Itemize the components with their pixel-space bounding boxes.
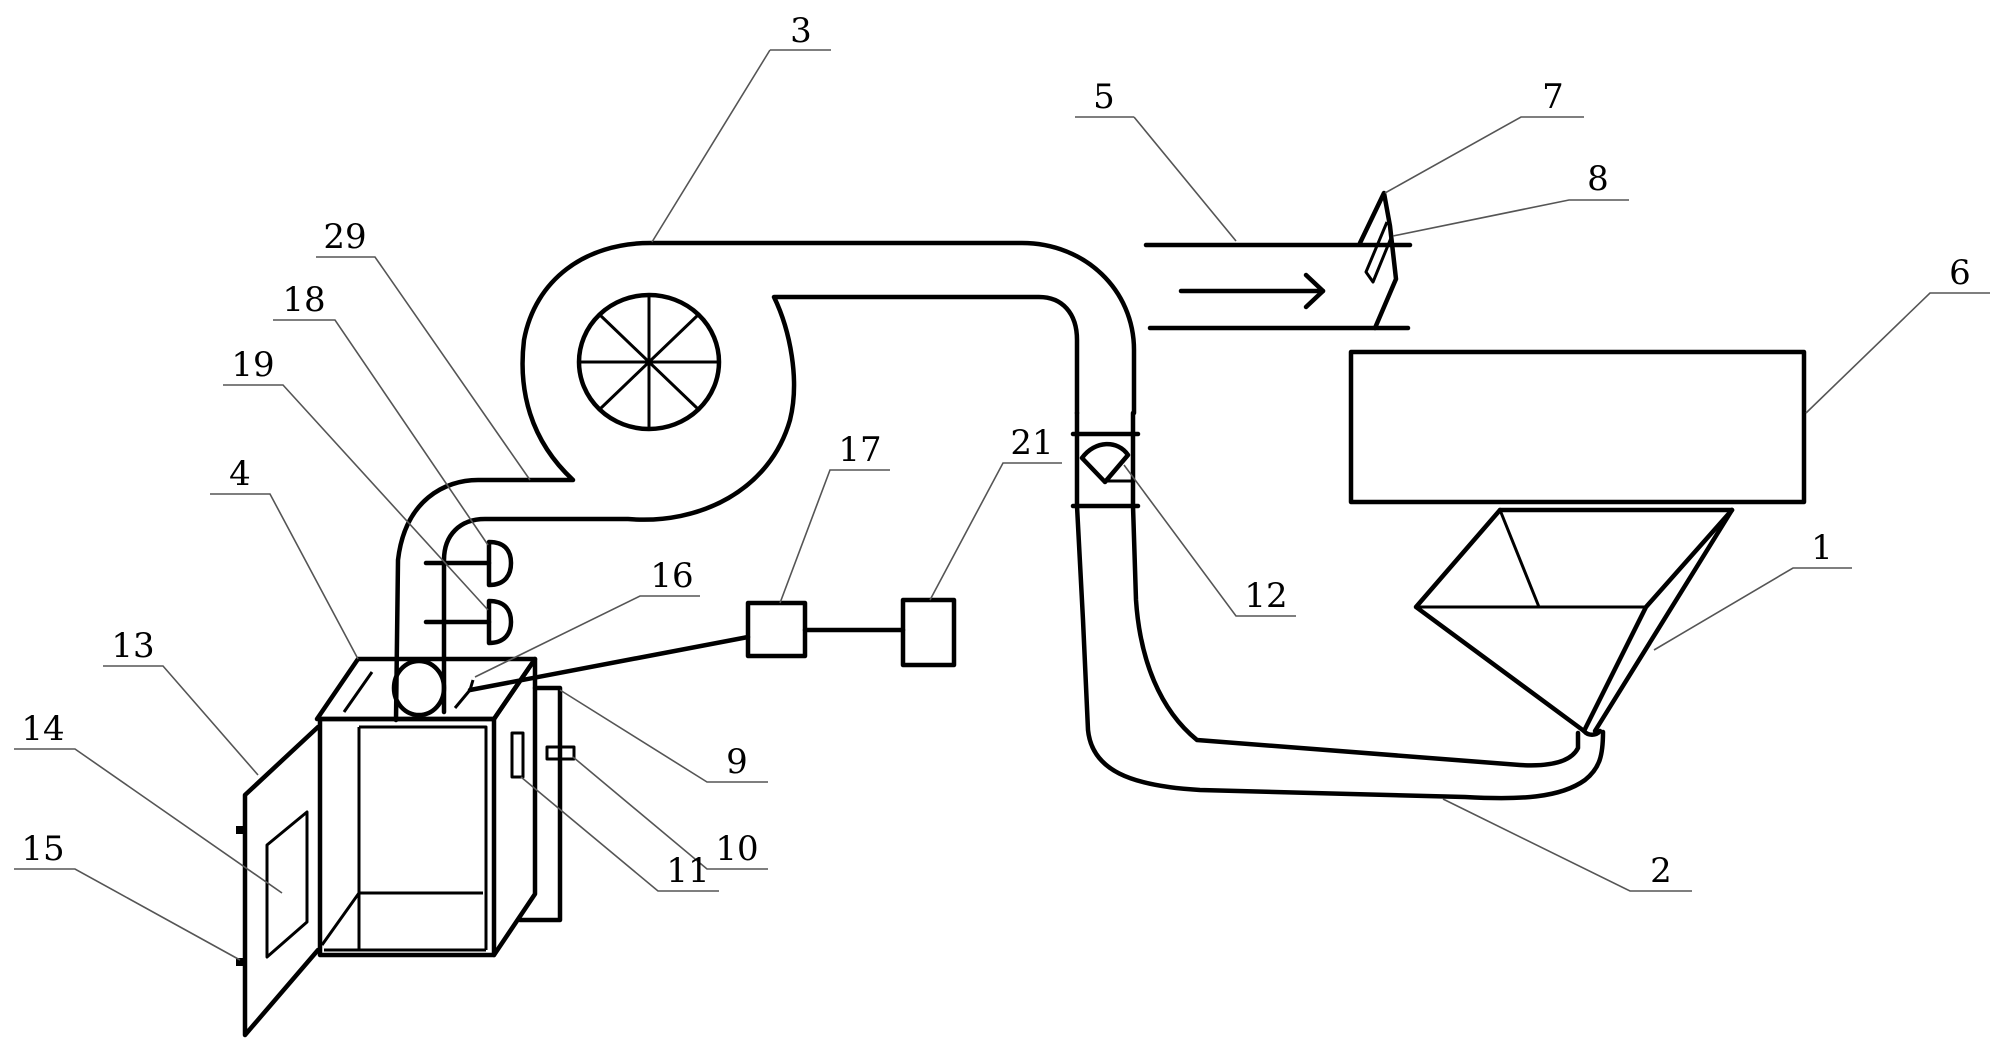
door-handle-icon[interactable] (236, 958, 244, 966)
flap-hinge (1364, 221, 1393, 284)
label-14: 14 (21, 709, 64, 749)
controller-box (745, 600, 808, 659)
label-9: 9 (726, 742, 748, 782)
gauge-dial-icon (1079, 441, 1131, 485)
leader-10 (572, 756, 768, 870)
leader-6 (1805, 292, 1990, 414)
hopper-back-right (1592, 507, 1735, 734)
label-29: 29 (323, 217, 366, 257)
label-8: 8 (1587, 159, 1609, 199)
rear-panel (517, 685, 563, 923)
valve-upper (423, 539, 514, 588)
outlet-duct (1143, 190, 1413, 331)
fan-volute-inner (441, 294, 1080, 715)
hopper (1413, 507, 1735, 737)
flow-gauge (1079, 441, 1133, 485)
label-10: 10 (715, 829, 758, 869)
label-5: 5 (1093, 77, 1115, 117)
fan-volute-outer (393, 240, 1137, 723)
leader-18 (273, 319, 489, 546)
leader-1 (1653, 567, 1852, 651)
return-duct-outer (1074, 503, 1606, 801)
leader-19 (223, 384, 489, 611)
centrifugal-fan (393, 240, 1137, 723)
label-3: 3 (790, 11, 812, 51)
return-duct (1070, 410, 1606, 801)
leader-lines (14, 49, 1990, 961)
leader-12 (1123, 464, 1296, 617)
label-13: 13 (111, 626, 154, 666)
leader-9 (559, 689, 768, 783)
label-15: 15 (21, 829, 64, 869)
leader-29 (316, 256, 531, 481)
latch (545, 745, 576, 761)
label-12: 12 (1244, 576, 1287, 616)
leader-11 (520, 776, 719, 892)
label-2: 2 (1650, 851, 1672, 891)
leader-13 (103, 665, 259, 776)
label-16: 16 (650, 556, 693, 596)
housing-box (1348, 349, 1807, 505)
label-21: 21 (1010, 423, 1053, 463)
leader-15 (14, 868, 241, 961)
pipe-opening (391, 658, 447, 718)
cabinet-door[interactable] (236, 724, 321, 1038)
leader-16 (474, 595, 700, 678)
label-4: 4 (229, 454, 251, 494)
flap (1357, 190, 1399, 331)
label-18: 18 (282, 280, 325, 320)
sensor-cable (467, 634, 751, 693)
control-unit-box (900, 597, 957, 668)
slot (510, 731, 525, 779)
airflow-arrow-icon (1178, 272, 1326, 310)
machine-housing (1348, 349, 1807, 505)
leader-3 (651, 49, 831, 243)
leader-2 (1442, 798, 1692, 892)
label-11: 11 (666, 851, 709, 891)
return-duct-inner (1130, 503, 1581, 768)
leader-8 (1392, 199, 1629, 237)
cabinet-opening (320, 725, 488, 952)
cabinet-front (317, 716, 497, 958)
hopper-spout (1581, 728, 1603, 737)
hopper-left (1413, 507, 1587, 734)
cabinet-side (491, 656, 538, 958)
leader-21 (929, 462, 1062, 601)
hopper-front-right (1581, 507, 1735, 734)
door-panel[interactable] (242, 724, 321, 1038)
leader-14 (14, 748, 283, 894)
label-7: 7 (1542, 77, 1564, 117)
control-system (467, 597, 957, 693)
sensor (453, 679, 475, 709)
door-handle-icon[interactable] (236, 826, 244, 834)
door-window (265, 810, 309, 959)
hopper-inner-edge (1498, 509, 1541, 608)
leader-4 (210, 493, 359, 660)
top-slot (342, 671, 374, 713)
label-6: 6 (1949, 253, 1971, 293)
label-1: 1 (1811, 528, 1833, 568)
inlet-pipe (391, 539, 514, 718)
fan-impeller (576, 292, 722, 432)
leader-5 (1075, 116, 1237, 242)
reference-numerals: 3 5 7 8 6 1 2 12 21 17 16 9 10 11 29 18 … (21, 11, 1970, 891)
leader-17 (779, 469, 890, 604)
impeller-blade (598, 313, 700, 411)
leader-7 (1384, 116, 1584, 194)
label-19: 19 (231, 345, 274, 385)
valve-lower (423, 598, 514, 646)
label-17: 17 (838, 430, 881, 470)
cabinet (314, 656, 576, 958)
